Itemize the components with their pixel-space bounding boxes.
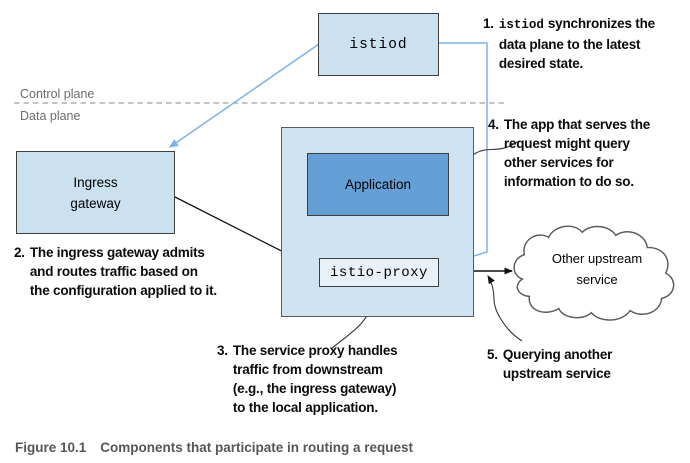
annotation-4-number: 4.: [488, 117, 499, 132]
data-plane-label: Data plane: [20, 109, 81, 123]
ingress-gateway-node: Ingress gateway: [16, 151, 175, 234]
annotation-5: 5. Querying another upstream service: [487, 345, 672, 383]
figure-caption: Figure 10.1 Components that participate i…: [15, 440, 413, 455]
annotation-3-text: The service proxy handles traffic from d…: [233, 341, 457, 417]
cloud-label-line1: Other upstream: [551, 251, 643, 266]
istio-proxy-node: istio-proxy: [319, 258, 439, 287]
application-node: Application: [307, 153, 449, 216]
cloud-label-line2: service: [576, 272, 618, 287]
annotation-4-line4: information to do so.: [503, 174, 634, 189]
upstream-cloud-shape: [513, 225, 675, 321]
annotation-3-line4: to the local application.: [232, 400, 378, 415]
annotation-5-number: 5.: [487, 347, 498, 362]
figure-caption-text: Components that participate in routing a…: [100, 440, 414, 455]
annotation-3-number: 3.: [217, 343, 228, 358]
annotation-3: 3. The service proxy handles traffic fro…: [217, 341, 457, 417]
annotation-5-text: Querying another upstream service: [503, 345, 672, 383]
annotation-2-number: 2.: [14, 245, 25, 260]
istiod-node: istiod: [318, 13, 439, 76]
annotation-3-line1: The service proxy handles: [232, 343, 398, 358]
annotation-4-text: The app that serves the request might qu…: [504, 115, 688, 191]
istio-proxy-label: istio-proxy: [330, 264, 428, 281]
annotation-1-line2: data plane to the latest: [498, 37, 641, 52]
annotation-2-line3: the configuration applied to it.: [29, 283, 217, 298]
control-plane-label: Control plane: [20, 87, 95, 101]
ingress-label-line2: gateway: [70, 195, 121, 211]
annotation-5-line1: Querying another: [502, 347, 613, 362]
istiod-label: istiod: [349, 36, 408, 53]
application-label: Application: [344, 177, 412, 192]
annotation-2: 2. The ingress gateway admits and routes…: [14, 243, 249, 300]
annotation-1-line3: desired state.: [498, 56, 584, 71]
figure-caption-number: Figure 10.1: [15, 440, 87, 455]
annotation-4-line3: other services for: [503, 155, 614, 170]
annotation-1-mono-word: istiod: [498, 18, 544, 32]
ingress-label-line1: Ingress: [73, 174, 118, 190]
annotation-4-line1: The app that serves the: [503, 117, 651, 132]
annotation-4-line2: request might query: [503, 136, 630, 151]
annotation-5-line2: upstream service: [502, 366, 611, 381]
annotation-3-line2: traffic from downstream: [232, 362, 383, 377]
ingress-gateway-label: Ingress gateway: [70, 172, 120, 214]
annotation-4: 4. The app that serves the request might…: [488, 115, 688, 191]
annotation-2-line1: The ingress gateway admits: [29, 245, 205, 260]
annotation-3-line3: (e.g., the ingress gateway): [232, 381, 397, 396]
annotation-2-text: The ingress gateway admits and routes tr…: [30, 243, 249, 300]
upstream-cloud-label: Other upstream service: [516, 248, 678, 290]
annotation-1-number: 1.: [483, 16, 494, 31]
annotation-2-line2: and routes traffic based on: [29, 264, 198, 279]
